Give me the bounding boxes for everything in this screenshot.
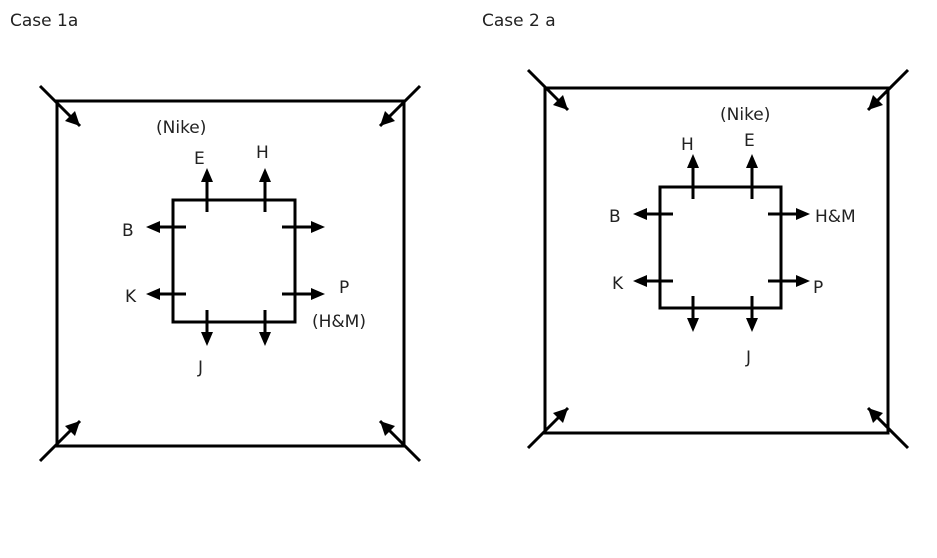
case-2a-arrowhead-b	[633, 208, 647, 220]
case-1a-corner-arrow-br	[380, 421, 395, 436]
case-1a-corner-arrow-tr	[380, 111, 395, 126]
case-2a-corner-arrow-bl	[553, 408, 568, 423]
case-2a: Case 2 a	[482, 11, 910, 450]
case-2a-inner-square	[658, 185, 783, 310]
case-1a-arrowhead-right-top	[311, 221, 325, 233]
case-1a-arrowhead-bottom-right	[259, 332, 271, 346]
case-2a-arrowhead-hm	[796, 208, 810, 220]
case-1a: Case 1a	[10, 11, 422, 463]
case-1a-arrowhead-k	[146, 288, 160, 300]
case-1a-label-e: E	[194, 149, 205, 169]
case-2a-label-p: P	[813, 278, 823, 298]
case-1a-corner-arrow-tl	[65, 111, 80, 126]
case-2a-arrowhead-p	[796, 275, 810, 287]
case-2a-corner-arrow-tl	[553, 95, 568, 110]
case-1a-arrowhead-e	[201, 168, 213, 182]
case-1a-arrowhead-h	[259, 168, 271, 182]
case-1a-title: Case 1a	[10, 11, 78, 31]
case-2a-corner-arrow-br	[868, 408, 883, 423]
case-1a-label-nike: (Nike)	[156, 118, 206, 138]
case-1a-label-h: H	[256, 143, 269, 163]
case-2a-label-nike: (Nike)	[720, 105, 770, 125]
case-2a-arrowhead-j	[746, 318, 758, 332]
case-1a-arrowhead-b	[146, 221, 160, 233]
case-2a-corner-arrow-tr	[868, 95, 883, 110]
case-1a-label-hm: (H&M)	[312, 312, 366, 332]
case-2a-outer-square	[543, 86, 890, 435]
case-2a-title: Case 2 a	[482, 11, 556, 31]
case-2a-arrowhead-e	[746, 154, 758, 168]
case-1a-arrowhead-p	[311, 288, 325, 300]
case-1a-inner-square	[171, 198, 297, 324]
case-1a-label-p: P	[339, 278, 349, 298]
case-2a-arrowhead-h	[687, 154, 699, 168]
case-1a-label-j: J	[197, 358, 203, 378]
case-2a-arrowhead-bottom-left	[687, 318, 699, 332]
case-1a-corner-arrow-bl	[65, 421, 80, 436]
case-2a-arrowhead-k	[633, 275, 647, 287]
case-1a-label-k: K	[125, 287, 137, 307]
case-1a-arrowhead-j	[201, 332, 213, 346]
case-2a-label-b: B	[609, 207, 621, 227]
case-2a-label-hm: H&M	[815, 207, 856, 227]
case-2a-label-j: J	[745, 348, 751, 368]
case-1a-label-b: B	[122, 221, 134, 241]
case-2a-label-e: E	[744, 131, 755, 151]
case-2a-label-k: K	[612, 274, 624, 294]
case-1a-outer-square	[55, 99, 406, 448]
case-2a-label-h: H	[681, 135, 694, 155]
